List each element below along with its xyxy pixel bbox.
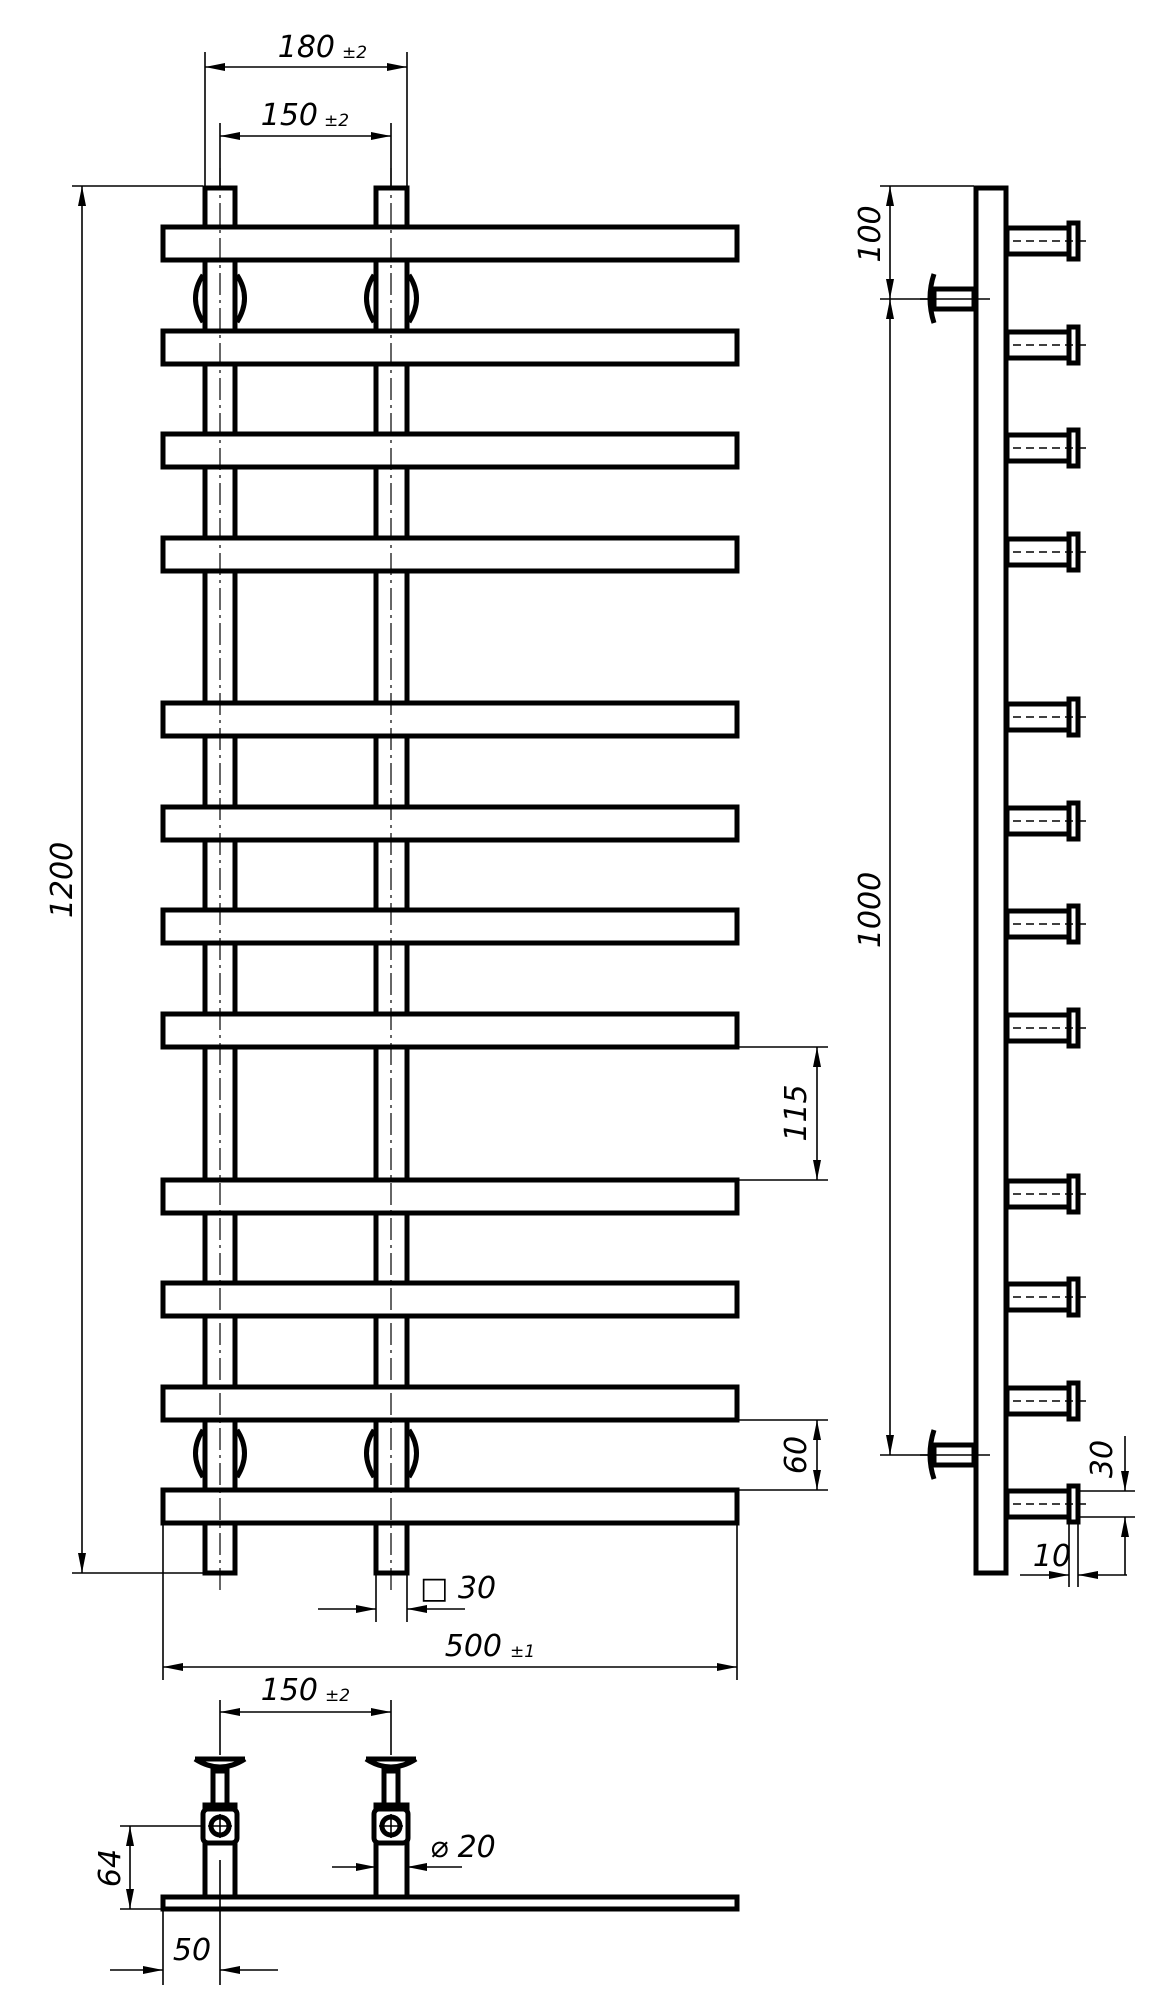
top-right-mount <box>364 1756 418 1900</box>
front-bottom-right-bracket <box>364 1428 419 1479</box>
dim-top-mount-spacing-tol: ±2 <box>325 1686 350 1706</box>
dim-profile-size: □ 30 <box>420 1571 496 1606</box>
dim-inner-pipe-spacing-tol: ±2 <box>324 111 349 131</box>
bar <box>160 1177 740 1216</box>
top-view <box>160 1756 740 1912</box>
side-dimensions: 100 1000 30 10 <box>853 185 1135 1587</box>
bar <box>160 535 740 574</box>
top-view-bar <box>160 1894 740 1912</box>
dim-mount-center-distance: 1000 <box>853 872 888 948</box>
dim-outer-pipe-spacing-tol: ±2 <box>342 43 367 63</box>
bar <box>160 224 740 263</box>
bar <box>160 1011 740 1050</box>
dim-bar-pitch: 115 <box>779 1084 814 1141</box>
dim-mount-depth: 64 <box>93 1849 128 1887</box>
front-top-left-bracket <box>193 273 247 324</box>
side-view <box>920 185 1088 1576</box>
bar <box>160 431 740 470</box>
dim-total-width-tol: ±1 <box>510 1642 535 1662</box>
bar <box>160 1280 740 1319</box>
dim-pipe-diameter: ⌀ 20 <box>430 1830 496 1865</box>
side-bar-stubs <box>1000 220 1088 1525</box>
bar <box>160 804 740 843</box>
dim-bottom-bar-gap: 60 <box>779 1436 814 1474</box>
top-dimensions: 150 ±2 64 ⌀ 20 50 <box>93 1673 496 1985</box>
dim-top-mount-spacing: 150 <box>261 1673 318 1708</box>
dim-total-width: 500 <box>445 1629 502 1664</box>
side-vertical-profile <box>973 185 1009 1576</box>
dim-side-bar-height: 30 <box>1085 1440 1120 1478</box>
dim-total-height: 1200 <box>45 842 80 918</box>
dim-side-top-offset: 100 <box>853 205 888 262</box>
dim-inner-pipe-spacing: 150 <box>261 98 318 133</box>
front-bottom-left-bracket <box>193 1428 247 1479</box>
front-dimensions: 180 ±2 150 ±2 1200 115 60 □ 30 500 <box>45 30 828 1680</box>
bar <box>160 700 740 739</box>
dim-edge-to-pipe: 50 <box>173 1933 211 1968</box>
top-left-mount <box>193 1756 247 1900</box>
horizontal-bars <box>160 224 740 1526</box>
dim-outer-pipe-spacing: 180 <box>278 30 335 65</box>
dim-side-bar-offset: 10 <box>1033 1539 1071 1574</box>
front-top-right-bracket <box>364 273 419 324</box>
bar <box>160 1384 740 1423</box>
front-view <box>160 168 740 1592</box>
bar <box>160 328 740 367</box>
bar <box>160 1487 740 1526</box>
bar <box>160 907 740 946</box>
